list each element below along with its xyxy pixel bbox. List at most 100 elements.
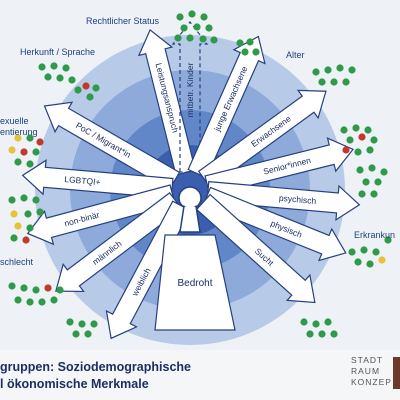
sticky-dot <box>342 78 350 86</box>
sticky-dot <box>318 78 326 86</box>
sticky-dot <box>384 236 392 244</box>
sticky-dot <box>68 76 76 84</box>
spoke-psychisch: psychisch <box>206 180 361 221</box>
sticky-dot <box>56 74 64 82</box>
sticky-dot <box>22 236 30 244</box>
sticky-dot <box>86 93 94 101</box>
sticky-dot <box>306 330 314 338</box>
sticky-dot <box>374 178 382 186</box>
spoke-sucht: Sucht <box>195 193 316 304</box>
sticky-dot <box>14 222 22 230</box>
sticky-dot <box>330 78 338 86</box>
label-rechtlicher-status: Rechtlicher Status <box>86 16 160 26</box>
spoke-senioren: Senior*innen <box>204 137 354 197</box>
sticky-dot <box>358 190 366 198</box>
sticky-dot <box>300 318 308 326</box>
keyhole-icon <box>178 186 202 233</box>
sticky-dot <box>200 13 208 21</box>
sticky-dot <box>360 246 368 254</box>
sticky-dot <box>380 168 388 176</box>
sticky-dot <box>370 136 378 144</box>
sticky-dot <box>324 66 332 74</box>
sticky-dot <box>364 126 372 134</box>
sticky-dot <box>50 296 58 304</box>
sticky-dot <box>92 84 100 92</box>
sticky-dot <box>368 164 376 172</box>
label-erkrankung: Erkrankun <box>354 230 396 240</box>
label-herkunft-sprache: Herkunft / Sprache <box>20 47 96 57</box>
spoke-label-kinder: mitbetr. Kinder <box>185 62 195 117</box>
logo-line-3: KONZEP <box>351 377 392 387</box>
sticky-dot <box>32 148 40 156</box>
sticky-dot <box>24 210 32 218</box>
sticky-dot-clusters <box>8 10 392 338</box>
sticky-dot <box>14 158 22 166</box>
sticky-dot <box>26 298 34 306</box>
sticky-dot <box>252 48 260 56</box>
sticky-dot <box>20 194 28 202</box>
sticky-dot <box>370 190 378 198</box>
sticky-dot <box>44 73 52 81</box>
sticky-dot <box>366 260 374 268</box>
sticky-dot <box>210 36 218 44</box>
sticky-dot <box>356 166 364 174</box>
sticky-dot <box>36 208 44 216</box>
sticky-dot <box>90 320 98 328</box>
sticky-dot <box>246 38 254 46</box>
sticky-dot <box>186 34 194 42</box>
sticky-dot <box>358 133 366 141</box>
sticky-dot <box>318 330 326 338</box>
sticky-dot <box>38 63 46 71</box>
caption-line-1: gruppen: Soziodemographische <box>0 360 191 374</box>
sticky-dot <box>14 134 22 142</box>
center-label-akut: Akut <box>184 234 203 245</box>
sticky-dot <box>20 284 28 292</box>
sticky-dot <box>38 298 46 306</box>
sticky-dot <box>10 210 18 218</box>
sticky-dot <box>354 258 362 266</box>
logo-line-2: RAUM <box>351 366 381 376</box>
sticky-dot <box>348 66 356 74</box>
sticky-dot <box>236 39 244 47</box>
sticky-dot <box>372 248 380 256</box>
spoke-label-psychisch: psychisch <box>279 193 317 206</box>
sticky-dot <box>8 146 16 154</box>
spoke-lgbtqi: LGBTQI+ <box>21 159 174 200</box>
sticky-dot <box>352 124 360 132</box>
sticky-dot <box>32 286 40 294</box>
sticky-dot <box>354 148 362 156</box>
caption-line-2: l ökonomische Merkmale <box>0 377 149 391</box>
spoke-nonbinaer: non-binär <box>26 184 176 246</box>
sticky-dot <box>330 330 338 338</box>
sticky-dot <box>32 196 40 204</box>
sticky-dot <box>378 256 386 264</box>
sticky-dot <box>174 34 182 42</box>
sticky-dot <box>336 64 344 72</box>
sticky-dot <box>362 178 370 186</box>
sticky-dot <box>348 248 356 256</box>
center-label-bedroht: Bedroht <box>177 278 212 289</box>
sticky-dot <box>312 320 320 328</box>
sticky-dot <box>82 82 90 90</box>
sticky-dot <box>346 136 354 144</box>
spoke-physisch: physisch <box>202 186 347 262</box>
spoke-maennlich: männlich <box>55 192 183 293</box>
sticky-dot <box>180 24 188 32</box>
sticky-dot <box>340 126 348 134</box>
sticky-dot <box>342 146 350 154</box>
sticky-dot <box>312 68 320 76</box>
sticky-dot <box>66 318 74 326</box>
sticky-dot <box>26 224 34 232</box>
bedroht-sector <box>154 234 236 331</box>
label-sexuelle-orientierung-2: entierung <box>0 127 38 137</box>
sticky-dot <box>188 10 196 18</box>
sticky-dot <box>205 24 213 32</box>
sticky-dot <box>78 320 86 328</box>
sticky-dot <box>10 234 18 242</box>
sticky-dot <box>50 62 58 70</box>
sticky-dot <box>26 160 34 168</box>
sticky-dot <box>193 23 201 31</box>
sticky-dot <box>8 282 16 290</box>
sticky-dot <box>74 86 82 94</box>
sticky-dot <box>72 330 80 338</box>
